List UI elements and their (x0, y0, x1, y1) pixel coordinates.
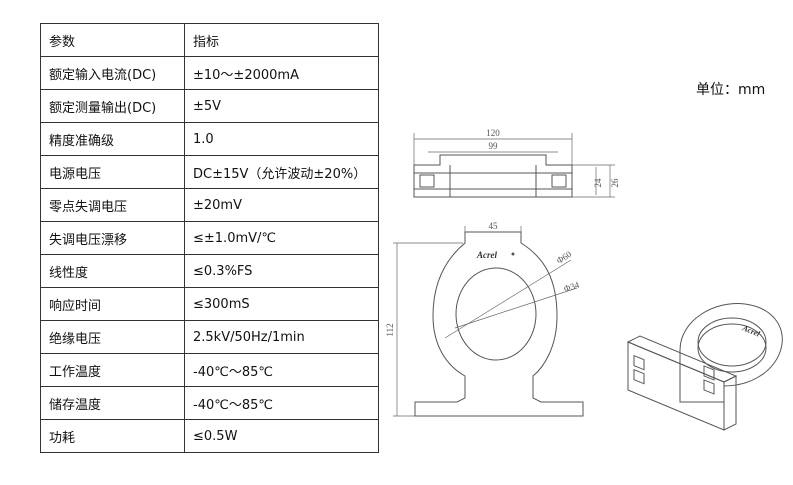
iso-slot-3 (703, 365, 715, 381)
leader-phi60 (444, 259, 572, 339)
iso-slot-1 (633, 354, 645, 371)
iso-base-front (627, 341, 725, 431)
dim-text-phi60: Φ60 (555, 249, 574, 266)
cell-value: ≤0.5W (184, 419, 379, 453)
table-row: 储存温度-40℃～85℃ (40, 386, 379, 420)
top-view-drawing: 120 99 24 26 (413, 128, 620, 198)
table-row: 功耗≤0.5W (40, 419, 379, 453)
brand-label: Acrel (476, 250, 497, 260)
cell-value: ≤300mS (184, 287, 379, 321)
cell-param: 绝缘电压 (40, 320, 185, 354)
dim-text-24: 24 (593, 178, 603, 188)
iso-brand-label: Acrel (740, 323, 761, 339)
isometric-view-drawing: Acrel (626, 302, 783, 431)
cell-value: 2.5kV/50Hz/1min (184, 320, 379, 354)
dim-text-45: 45 (489, 221, 499, 231)
cell-value: ±20mV (184, 188, 379, 222)
table-row: 额定测量输出(DC)±5V (40, 89, 379, 123)
header-value: 指标 (184, 23, 379, 57)
table-row: 零点失调电压±20mV (40, 188, 379, 222)
dim-text-99: 99 (489, 141, 499, 151)
table-row: 失调电压漂移≤±1.0mV/℃ (40, 221, 379, 255)
cell-value: ≤0.3%FS (184, 254, 379, 288)
front-view-body (414, 231, 584, 417)
cell-param: 额定测量输出(DC) (40, 89, 185, 123)
front-view-drawing: 45 112 Φ60 Φ34 Acrel (385, 221, 584, 417)
iso-slot-2 (633, 368, 645, 385)
cell-value: -40℃～85℃ (184, 353, 379, 387)
table-row: 工作温度-40℃～85℃ (40, 353, 379, 387)
cell-param: 工作温度 (40, 353, 185, 387)
cell-param: 精度准确级 (40, 122, 185, 156)
dim-text-120: 120 (486, 128, 500, 138)
cell-value: 1.0 (184, 122, 379, 156)
table-row: 线性度≤0.3%FS (40, 254, 379, 288)
cell-param: 零点失调电压 (40, 188, 185, 222)
dim-text-26: 26 (610, 178, 620, 188)
cell-param: 线性度 (40, 254, 185, 288)
cell-value: -40℃～85℃ (184, 386, 379, 420)
top-view-body (413, 154, 573, 198)
top-view-slot-left (419, 174, 435, 188)
iso-slot-4 (703, 379, 715, 395)
cell-value: ≤±1.0mV/℃ (184, 221, 379, 255)
iso-ring-body (679, 302, 783, 403)
iso-base-side (723, 375, 737, 431)
iso-ring-hole (697, 317, 767, 367)
cell-param: 额定输入电流(DC) (40, 56, 185, 90)
iso-ring-hole-depth (697, 323, 767, 373)
table-header-row: 参数指标 (40, 23, 379, 57)
dim-text-phi34: Φ34 (563, 279, 581, 293)
cell-value: ±5V (184, 89, 379, 123)
cell-value: ±10～±2000mA (184, 56, 379, 90)
cell-param: 电源电压 (40, 155, 185, 189)
cell-param: 功耗 (40, 419, 185, 453)
cell-param: 失调电压漂移 (40, 221, 185, 255)
cell-param: 储存温度 (40, 386, 185, 420)
cell-value: DC±15V（允许波动±20%） (184, 155, 379, 189)
table-row: 响应时间≤300mS (40, 287, 379, 321)
brand-dot (511, 252, 515, 256)
top-view-slot-right (551, 174, 567, 188)
cell-param: 响应时间 (40, 287, 185, 321)
table-row: 额定输入电流(DC)±10～±2000mA (40, 56, 379, 90)
front-view-hole (455, 267, 537, 361)
unit-label: 单位：mm (696, 82, 766, 98)
dim-text-112: 112 (385, 323, 395, 336)
header-param: 参数 (40, 23, 185, 57)
leader-phi34 (454, 287, 578, 329)
